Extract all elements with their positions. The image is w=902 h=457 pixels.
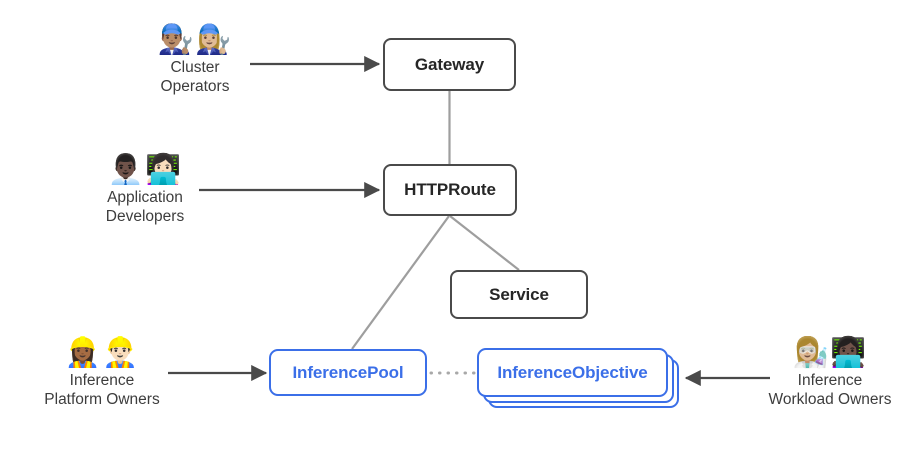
persona-inference-workload-owners: 👩🏼‍🔬👩🏿‍💻 Inference Workload Owners	[758, 335, 902, 409]
application-developers-label: Application Developers	[105, 189, 185, 225]
persona-inference-platform-owners: 👷🏾‍♀️👷🏻‍♂️ Inference Platform Owners	[12, 335, 192, 409]
node-inferenceobjective[interactable]: InferenceObjective	[477, 348, 668, 397]
inference-workload-owners-avatar-icon: 👩🏼‍🔬👩🏿‍💻	[792, 335, 868, 369]
inference-workload-owners-label: Inference Workload Owners	[768, 372, 892, 408]
inference-platform-owners-label: Inference Platform Owners	[44, 372, 160, 408]
node-gateway[interactable]: Gateway	[383, 38, 516, 91]
application-developers-avatar-icon: 👨🏿‍💼👩🏻‍💻	[107, 152, 183, 186]
node-inferenceobjective-stack[interactable]: InferenceObjective	[477, 348, 679, 408]
cluster-operators-avatar-icon: 👨🏽‍🔧👩🏼‍🔧	[157, 22, 233, 56]
persona-application-developers: 👨🏿‍💼👩🏻‍💻 Application Developers	[65, 152, 225, 226]
connector-httproute-service	[449, 215, 520, 271]
persona-cluster-operators: 👨🏽‍🔧👩🏼‍🔧 Cluster Operators	[120, 22, 270, 96]
node-service[interactable]: Service	[450, 270, 588, 319]
node-httproute[interactable]: HTTPRoute	[383, 164, 517, 216]
connector-httproute-inferencepool	[351, 215, 450, 350]
inference-platform-owners-avatar-icon: 👷🏾‍♀️👷🏻‍♂️	[64, 335, 140, 369]
cluster-operators-label: Cluster Operators	[160, 59, 230, 95]
node-inferencepool[interactable]: InferencePool	[269, 349, 427, 396]
